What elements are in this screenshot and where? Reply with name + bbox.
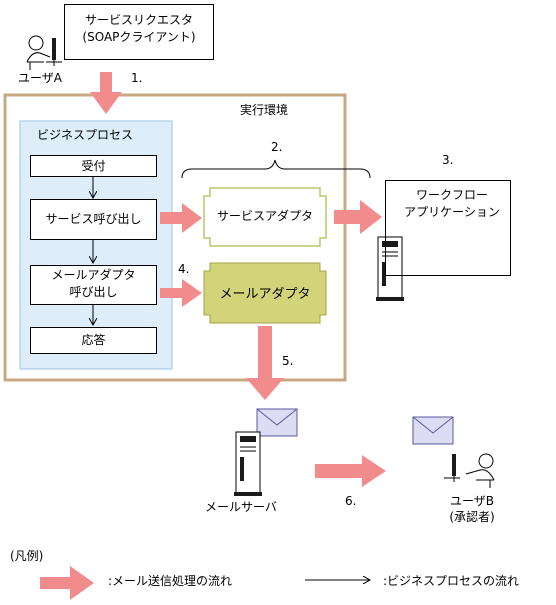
step-number-1: 1. xyxy=(131,71,143,85)
pink-arrow-to-workflow xyxy=(334,200,382,234)
legend-pink-arrow xyxy=(40,566,94,600)
bp-step-response xyxy=(30,327,157,354)
user-a-label: ユーザA xyxy=(18,71,62,85)
workflow-application-box xyxy=(385,180,511,276)
workflow-server-icon xyxy=(376,236,404,301)
user-b-label: ユーザB xyxy=(450,494,494,508)
legend-title: (凡例) xyxy=(10,549,44,563)
mail-envelope-icon xyxy=(256,408,298,437)
bp-step-service-call-label: サービス呼び出し xyxy=(45,212,142,226)
step-number-4: 4. xyxy=(178,262,190,276)
execution-environment-frame xyxy=(3,93,347,382)
step-number-5: 5. xyxy=(282,354,294,368)
mail-server-icon xyxy=(234,431,262,496)
bp-step-reception xyxy=(30,155,157,177)
pink-arrow-to-user-b xyxy=(315,455,386,487)
service-requester-label: サービスリクエスタ xyxy=(84,13,193,27)
bp-step-service-call xyxy=(30,199,157,240)
pink-arrow-to-mail-server xyxy=(246,326,284,400)
mail-envelope-icon-user-b xyxy=(412,416,454,445)
legend-bp-flow-label: :ビジネスプロセスの流れ xyxy=(383,574,520,588)
step-number-3: 3. xyxy=(442,153,454,167)
user-a-icon xyxy=(26,35,62,70)
pink-arrow-1 xyxy=(90,72,122,114)
business-process-title: ビジネスプロセス xyxy=(37,128,134,142)
workflow-application-label-1: ワークフロー xyxy=(415,188,488,202)
bp-step-response-label: 応答 xyxy=(81,333,106,347)
workflow-application-label-2: アプリケーション xyxy=(404,205,500,219)
mail-adapter-shape xyxy=(203,262,327,324)
bp-step-mail-adapter-call-label-2: 呼び出し xyxy=(69,285,118,299)
user-b-icon xyxy=(444,453,495,488)
step-number-2: 2. xyxy=(271,140,283,154)
pink-arrow-to-service-adapter xyxy=(160,203,202,233)
bp-step-reception-label: 受付 xyxy=(81,159,106,173)
service-requester-sublabel: (SOAPクライアント) xyxy=(82,30,196,44)
execution-environment-label: 実行環境 xyxy=(240,103,289,117)
bp-step-mail-adapter-call-label-1: メールアダプタ xyxy=(51,268,136,282)
bp-step-mail-adapter-call xyxy=(30,265,157,305)
legend-mail-flow-label: :メール送信処理の流れ xyxy=(108,574,233,588)
adapter-brace xyxy=(181,159,371,179)
service-adapter-shape xyxy=(203,187,327,247)
service-adapter-label: サービスアダプタ xyxy=(216,209,313,223)
pink-arrow-to-mail-adapter xyxy=(160,279,202,307)
mail-server-label: メールサーバ xyxy=(205,500,277,514)
mail-adapter-label: メールアダプタ xyxy=(219,287,311,302)
step-number-6: 6. xyxy=(345,494,357,508)
service-requester-box xyxy=(64,4,214,60)
user-b-role: (承認者) xyxy=(449,510,495,524)
